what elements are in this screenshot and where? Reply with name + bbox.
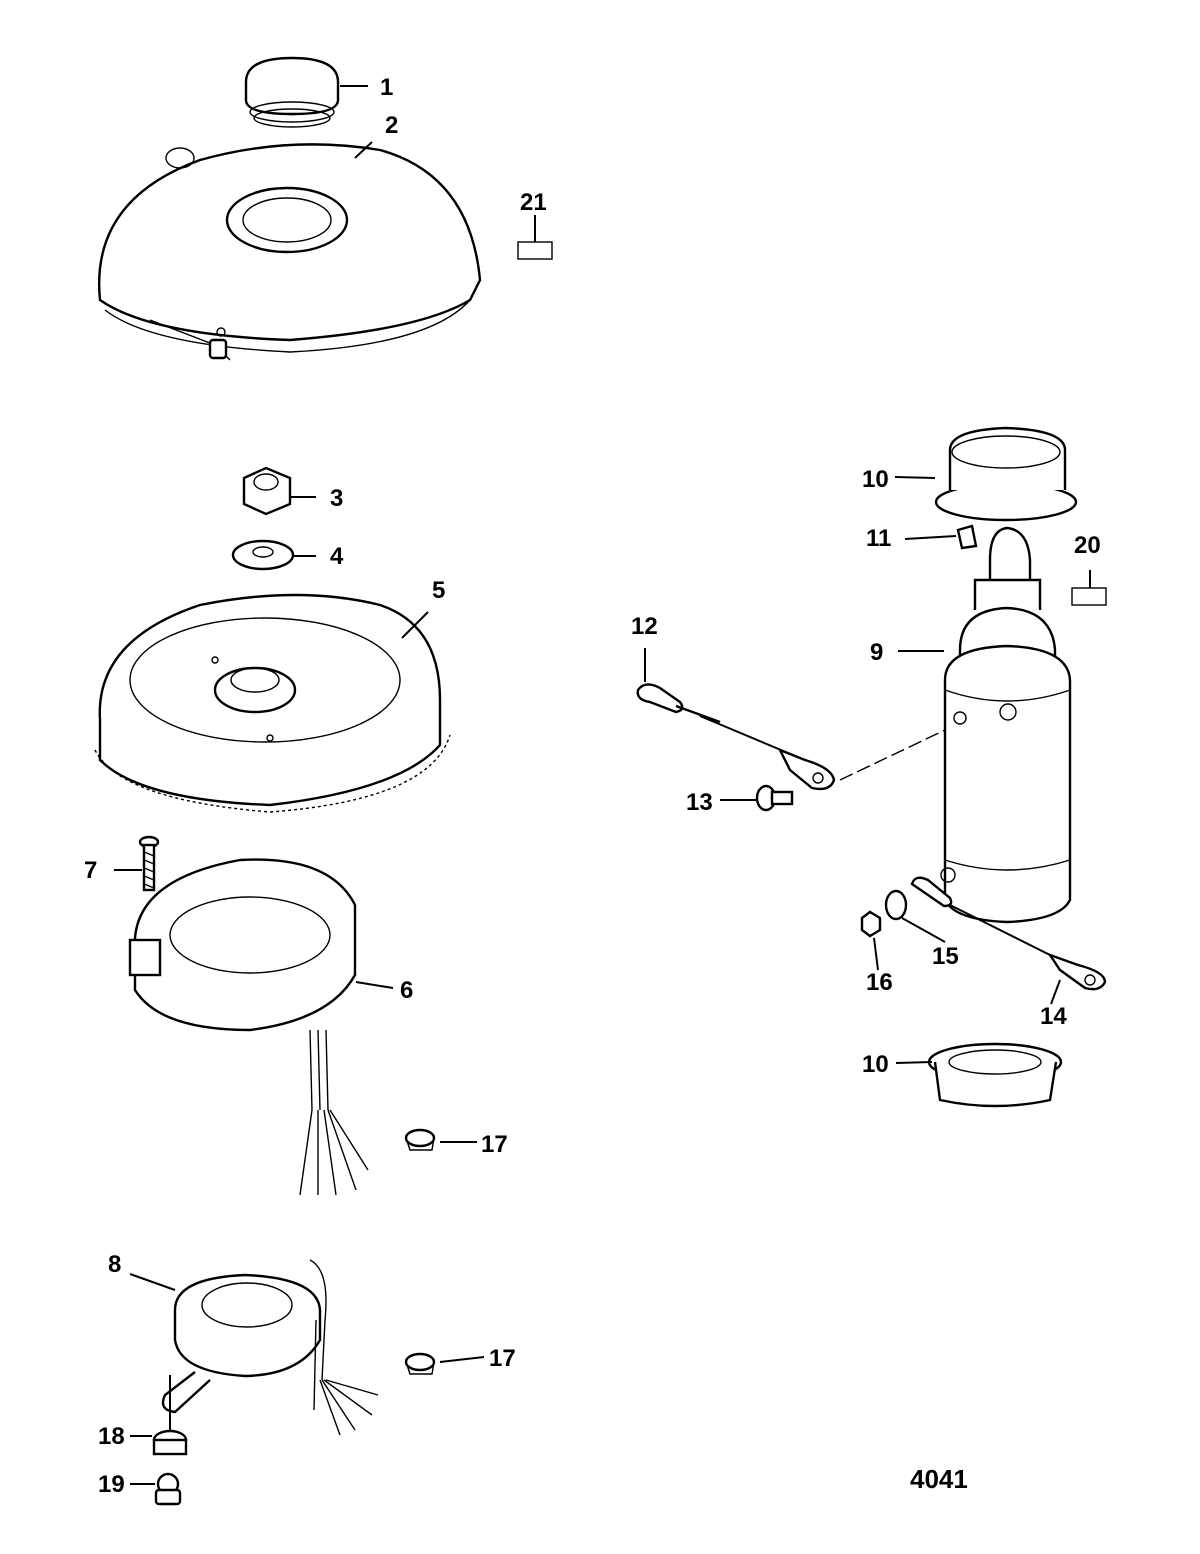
part-boot-upper: [934, 426, 1078, 522]
callout-10-upper: 10: [862, 466, 889, 493]
part-locknut: [152, 1429, 188, 1456]
callout-15: 15: [932, 943, 959, 970]
part-cap: [244, 56, 340, 128]
part-screw: [138, 835, 160, 892]
part-stator: [128, 858, 369, 1196]
part-cable-lower: [910, 876, 1107, 991]
callout-7: 7: [84, 857, 97, 884]
part-cable-upper: [636, 683, 836, 791]
connection-dashed-line: [839, 729, 946, 781]
part-lockwasher: [884, 889, 908, 921]
callout-labels: 1 2 3 4 5 6 7 8 9 10 10 11 12 13 14 15 1…: [84, 74, 1101, 1498]
callout-19: 19: [98, 1471, 125, 1498]
callout-21: 21: [520, 189, 547, 216]
part-connector: [154, 1472, 182, 1506]
callout-12: 12: [631, 613, 658, 640]
part-starter-motor: [940, 526, 1072, 924]
callout-1: 1: [380, 74, 393, 101]
diagram-reference-number: 4041: [910, 1464, 968, 1494]
callout-9: 9: [870, 639, 883, 666]
part-nut: [242, 466, 292, 516]
part-boot-lower: [927, 1042, 1063, 1108]
callout-5: 5: [432, 577, 445, 604]
callout-4: 4: [330, 543, 344, 570]
part-clip: [956, 524, 978, 550]
callout-11: 11: [866, 525, 891, 552]
callout-18: 18: [98, 1423, 125, 1450]
part-flywheel-cover: [98, 143, 482, 361]
callout-2: 2: [385, 112, 398, 139]
callout-20: 20: [1074, 532, 1101, 559]
callout-8: 8: [108, 1251, 121, 1278]
part-clamp-lower: [404, 1352, 436, 1375]
part-trigger: [161, 1259, 379, 1436]
callout-3: 3: [330, 485, 343, 512]
callout-14: 14: [1040, 1003, 1067, 1030]
callout-16: 16: [866, 969, 893, 996]
callout-13: 13: [686, 789, 713, 816]
callout-17-lower: 17: [489, 1345, 516, 1372]
part-kit-box-20: [1071, 587, 1107, 606]
callout-17-upper: 17: [481, 1131, 508, 1158]
part-hexnut-small: [860, 910, 882, 938]
part-bolt: [755, 784, 794, 812]
part-kit-box-21: [517, 241, 553, 260]
part-clamp-upper: [404, 1128, 436, 1151]
callout-10-lower: 10: [862, 1051, 889, 1078]
leader-lines: [114, 85, 1091, 1485]
part-washer: [231, 539, 295, 571]
callout-6: 6: [400, 977, 413, 1004]
part-flywheel: [94, 593, 451, 813]
